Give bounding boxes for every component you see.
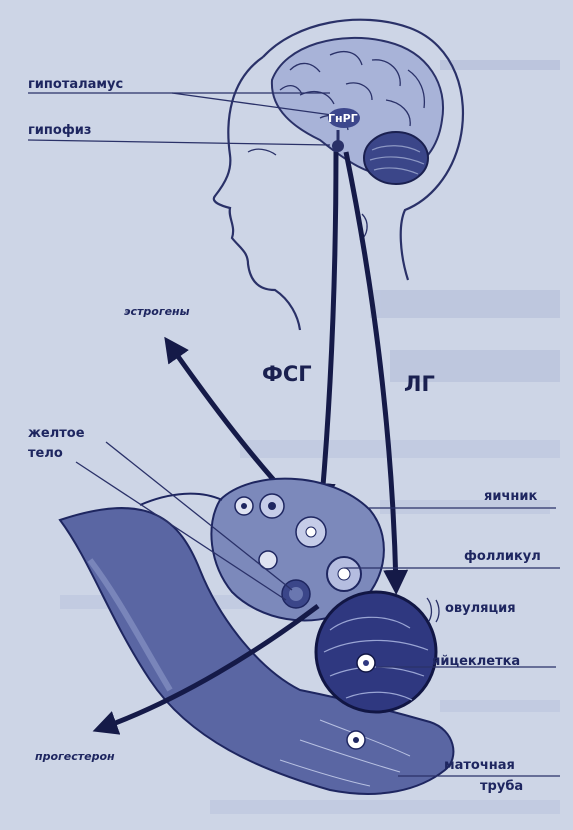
label-corpus-luteum-1: желтое xyxy=(28,426,85,441)
label-fsh: ФСГ xyxy=(262,362,312,386)
corpus-luteum xyxy=(282,580,310,608)
label-estrogens: эстрогены xyxy=(124,305,190,318)
label-ovulation: овуляция xyxy=(445,601,516,616)
ovulation-inset xyxy=(316,592,436,712)
follicle-2 xyxy=(260,494,284,518)
ovulation-burst-mark xyxy=(427,598,439,622)
label-hypothalamus: гипоталамус xyxy=(28,77,123,92)
follicle-3 xyxy=(296,517,326,547)
label-corpus-luteum-2: тело xyxy=(28,446,63,461)
label-lh: ЛГ xyxy=(404,372,435,396)
label-pituitary: гипофиз xyxy=(28,123,91,138)
label-gnrh: ГнРГ xyxy=(328,112,358,125)
leader-pituitary xyxy=(28,140,330,145)
label-progesterone: прогестерон xyxy=(35,750,115,763)
eye-lid xyxy=(248,149,276,155)
label-ovary: яичник xyxy=(484,489,537,504)
label-follicle: фолликул xyxy=(464,549,541,564)
label-tube-1: маточная xyxy=(444,758,515,773)
egg-in-tube xyxy=(347,731,365,749)
cerebellum xyxy=(364,132,428,184)
follicle-1 xyxy=(235,497,253,515)
follicle-large xyxy=(327,557,361,591)
label-tube-2: труба xyxy=(480,779,523,794)
